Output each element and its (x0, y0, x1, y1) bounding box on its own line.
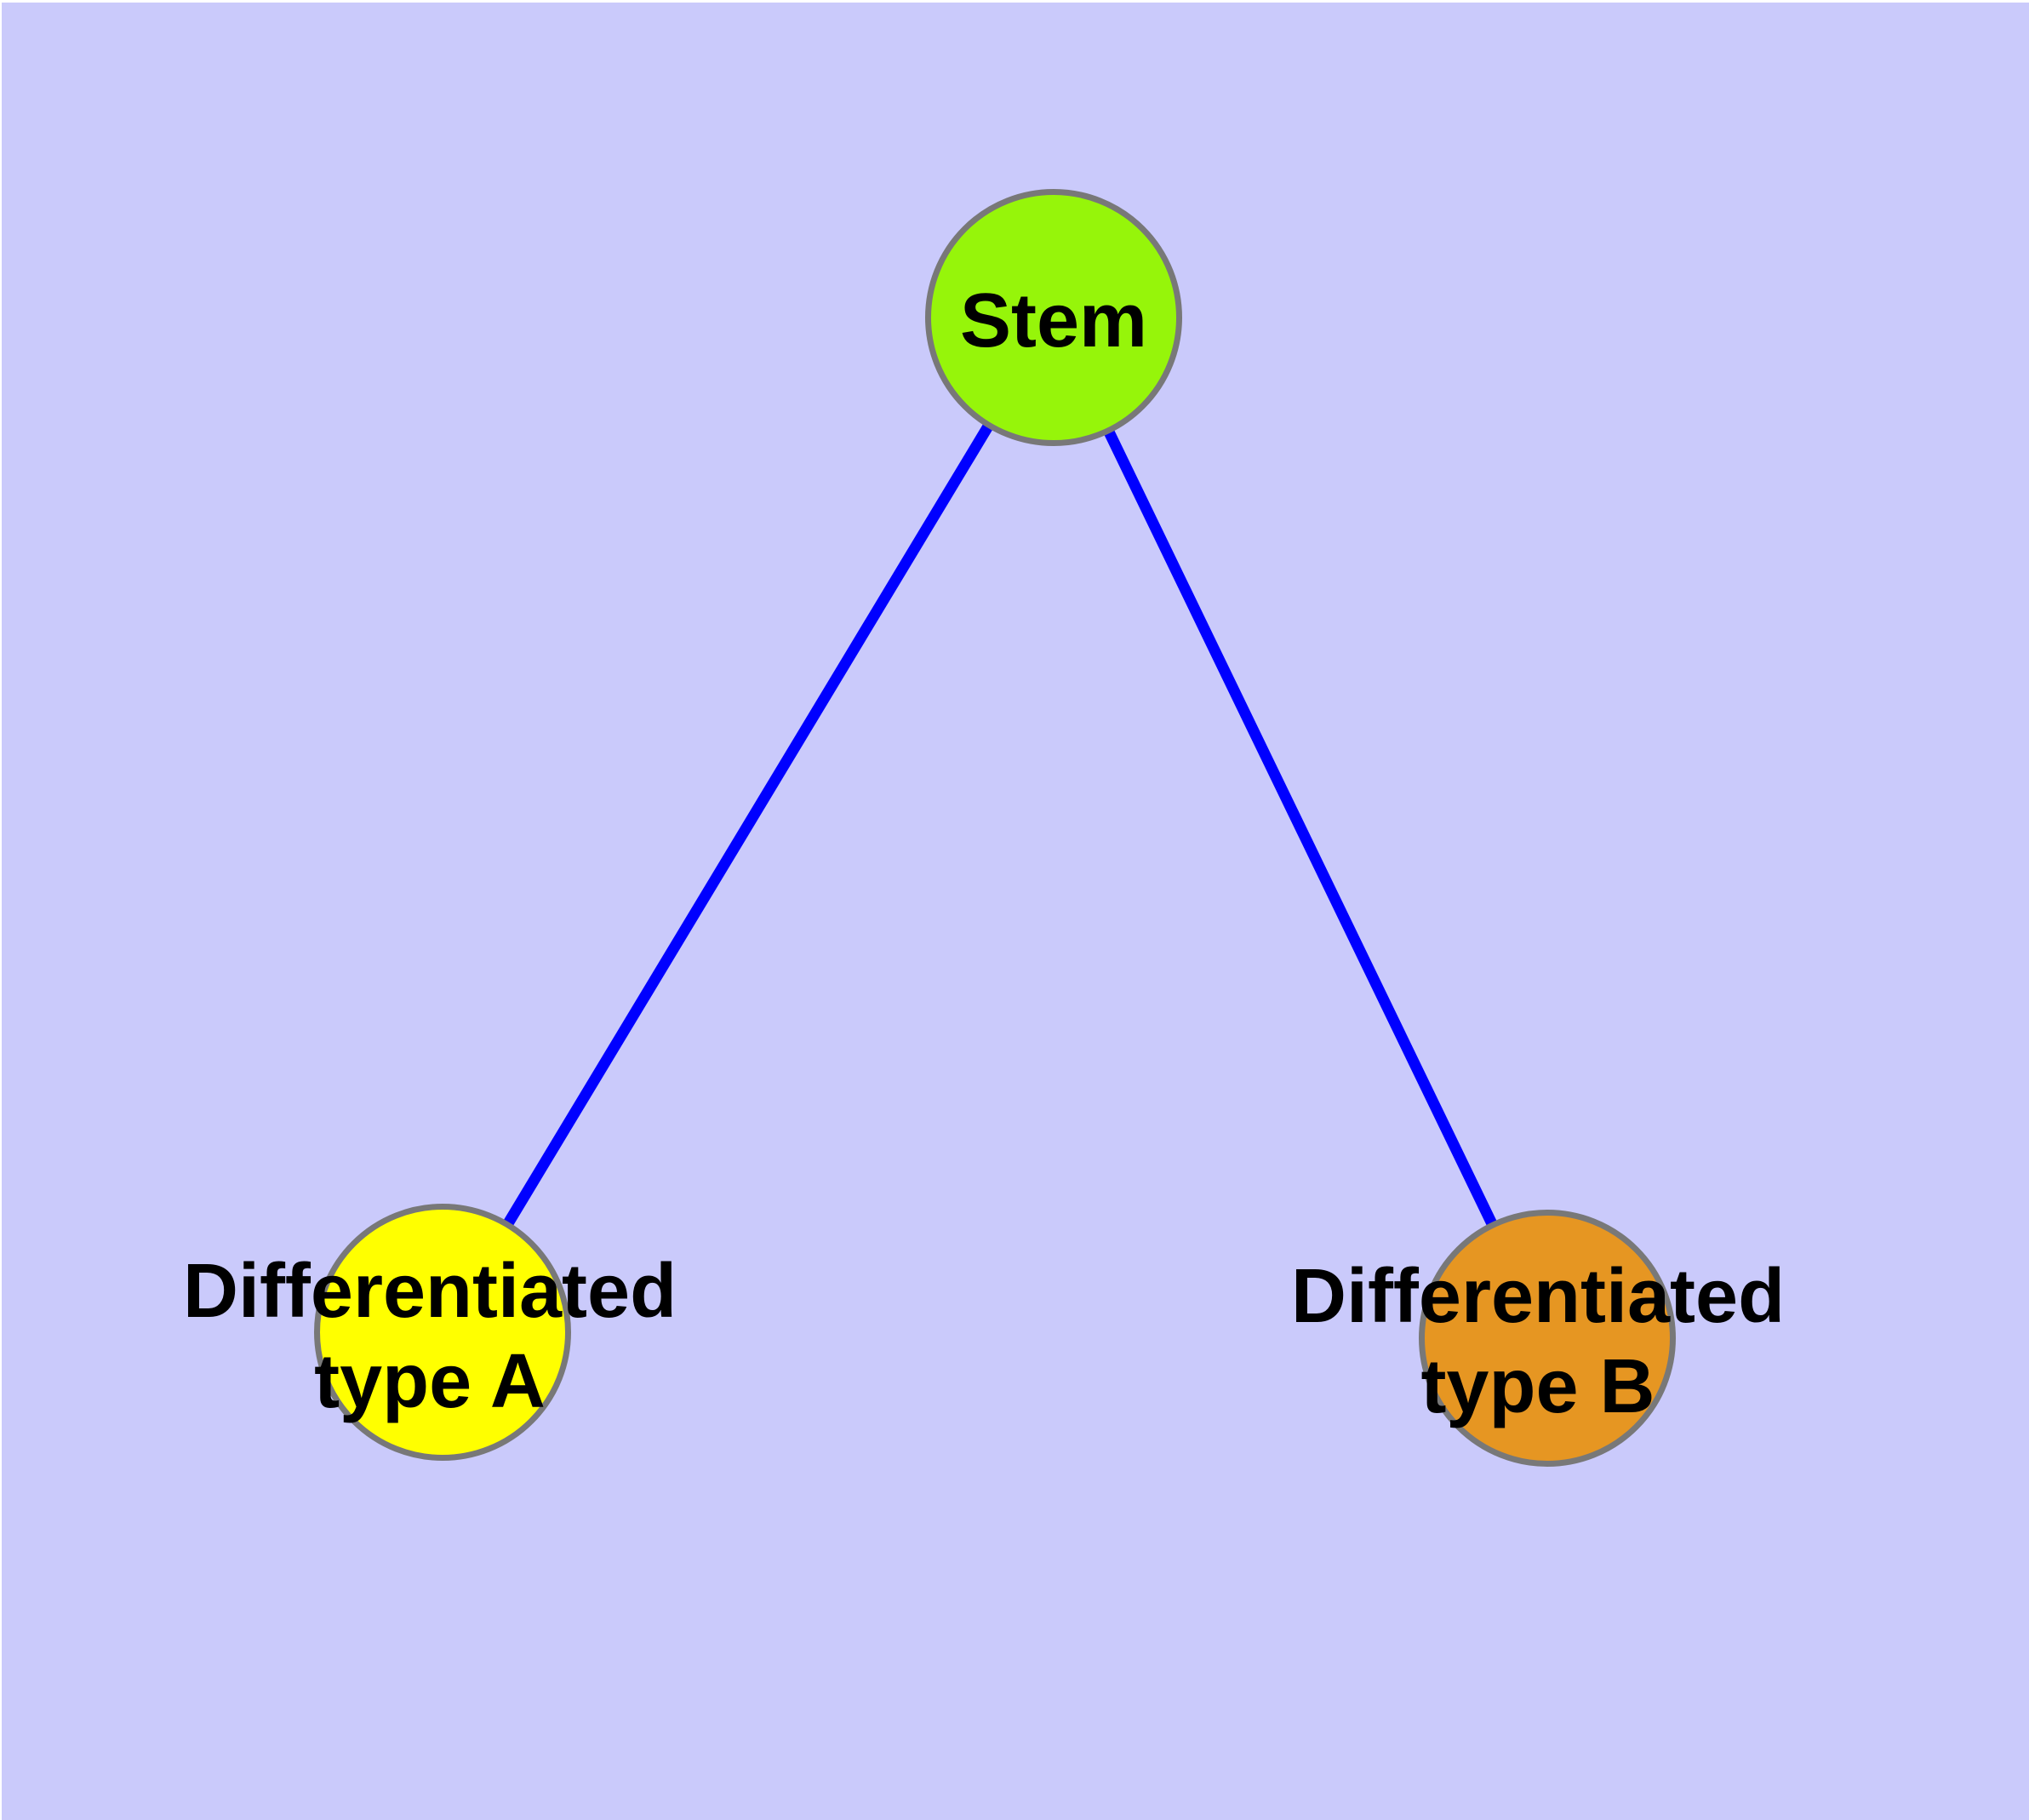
node-type-a-label-line1: Differentiated (182, 1249, 677, 1334)
node-stem-label-line1: Stem (959, 278, 1148, 363)
node-type-b-label-line2: type B (1420, 1344, 1655, 1429)
node-type-a-label: Differentiated type A (183, 1246, 677, 1427)
node-stem (925, 189, 1182, 446)
node-type-b-label: Differentiated type B (1291, 1251, 1785, 1432)
edge-stem-to-type-b (1049, 315, 1552, 1341)
node-stem-label: Stem (960, 276, 1147, 366)
edge-stem-to-type-a (437, 314, 1059, 1336)
node-type-b-label-line1: Differentiated (1290, 1254, 1786, 1339)
node-differentiated-type-b (1419, 1210, 1676, 1467)
node-type-a-label-line2: type A (314, 1339, 546, 1424)
node-differentiated-type-a (314, 1204, 571, 1461)
